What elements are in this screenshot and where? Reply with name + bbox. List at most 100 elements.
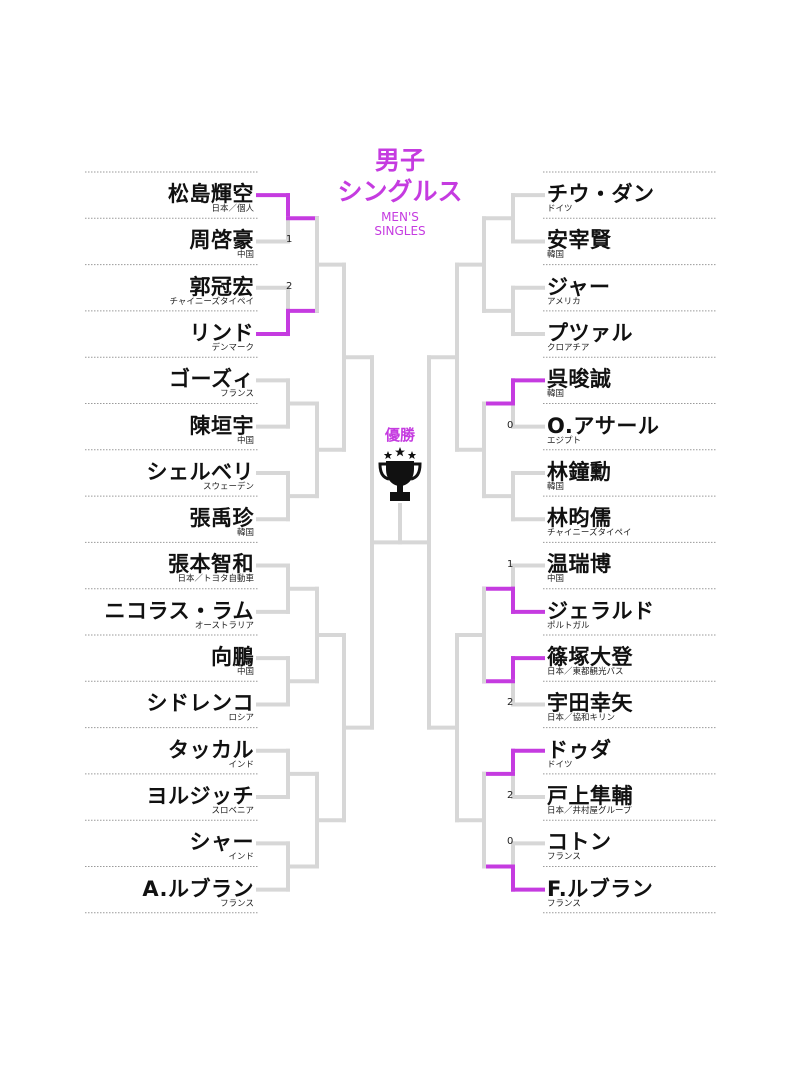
player-affiliation: チャイニーズタイペイ [169, 296, 255, 307]
match-score: 1 [286, 234, 293, 246]
player-affiliation: フランス [220, 389, 254, 400]
player-affiliation: インド [228, 852, 254, 863]
player-slot: 松島輝空日本／個人 [85, 172, 258, 218]
player-name: コトン [547, 830, 612, 855]
player-name: チウ・ダン [547, 182, 655, 206]
player-affiliation: 日本／個人 [211, 204, 254, 214]
player-affiliation: フランス [547, 852, 581, 863]
player-name: ドゥダ [547, 737, 612, 762]
title-japanese: 男子 シングルス [320, 145, 480, 207]
title-en-line1: MEN'S [381, 210, 419, 224]
player-slot: 郭冠宏チャイニーズタイペイ [85, 265, 258, 311]
champion-label: 優勝 [384, 426, 415, 444]
player-name: 戸上隼輔 [547, 783, 633, 808]
player-affiliation: フランス [547, 898, 581, 909]
player-affiliation: 日本／井村屋グループ [547, 805, 632, 816]
player-affiliation: オーストラリア [194, 620, 254, 631]
player-name: シェルベリ [146, 459, 254, 484]
player-slot: ジェラルドポルトガル [543, 589, 716, 635]
player-slot: 温瑞博中国 [543, 542, 716, 588]
player-slot: 陳垣宇中国 [85, 404, 258, 450]
player-affiliation: エジプト [547, 435, 582, 446]
player-name: 張本智和 [168, 552, 254, 577]
match-score: 1 [507, 558, 514, 570]
player-slot: 篠塚大登日本／東都観光バス [543, 635, 716, 681]
player-slot: F.ルブランフランス [543, 867, 716, 913]
match-score: 2 [286, 280, 293, 292]
player-name: 張禹珍 [189, 506, 254, 531]
title-jp-line1: 男子 [374, 146, 425, 175]
player-slot: 戸上隼輔日本／井村屋グループ [543, 774, 716, 820]
player-name: ジェラルド [547, 598, 655, 623]
player-slot: リンドデンマーク [85, 311, 258, 357]
player-slot: 林昀儒チャイニーズタイペイ [543, 496, 716, 542]
trophy-icon [372, 446, 428, 504]
player-name: 林鐘勳 [547, 459, 612, 484]
player-slot: 呉晙誠韓国 [543, 357, 716, 403]
player-affiliation: ポルトガル [547, 620, 590, 631]
player-affiliation: 日本／東都観光バス [547, 667, 624, 677]
player-name: リンド [189, 320, 254, 345]
player-affiliation: スウェーデン [202, 481, 254, 492]
player-slot: 宇田幸矢日本／協和キリン [543, 681, 716, 727]
player-name: 向鵬 [211, 645, 254, 669]
player-slot: シャーインド [85, 820, 258, 866]
player-slot: 安宰賢韓国 [543, 218, 716, 264]
player-affiliation: 中国 [236, 435, 254, 446]
player-slot: 張禹珍韓国 [85, 496, 258, 542]
player-slot: ジャーアメリカ [543, 265, 716, 311]
player-name: ゴーズィ [169, 367, 254, 392]
match-score: 2 [507, 790, 514, 802]
player-name: 林昀儒 [547, 506, 612, 531]
player-name: 陳垣宇 [189, 413, 254, 438]
player-name: A.ルブラン [142, 876, 254, 901]
player-name: 宇田幸矢 [547, 691, 633, 716]
player-slot: チウ・ダンドイツ [543, 172, 716, 218]
player-name: プツァル [547, 320, 633, 345]
player-affiliation: デンマーク [211, 342, 254, 353]
player-affiliation: アメリカ [547, 296, 581, 307]
player-affiliation: 韓国 [547, 481, 565, 492]
player-slot: タッカルインド [85, 728, 258, 774]
player-slot: コトンフランス [543, 820, 716, 866]
player-affiliation: 日本／協和キリン [547, 713, 616, 724]
player-name: 郭冠宏 [189, 274, 254, 299]
player-name: 周啓豪 [189, 228, 254, 253]
player-affiliation: 日本／トヨタ自動車 [177, 574, 254, 585]
player-name: 温瑞博 [547, 552, 612, 577]
player-slot: 林鐘勳韓国 [543, 450, 716, 496]
player-slot: ゴーズィフランス [85, 357, 258, 403]
player-slot: ヨルジッチスロベニア [85, 774, 258, 820]
player-name: ニコラス・ラム [104, 598, 254, 623]
player-name: シャー [189, 830, 254, 855]
player-slot: シェルベリスウェーデン [85, 450, 258, 496]
player-slot: ドゥダドイツ [543, 728, 716, 774]
player-slot: 張本智和日本／トヨタ自動車 [85, 542, 258, 588]
player-slot: 向鵬中国 [85, 635, 258, 681]
player-name: ヨルジッチ [146, 783, 254, 808]
player-name: 松島輝空 [168, 182, 254, 206]
player-name: F.ルブラン [547, 876, 654, 901]
player-affiliation: チャイニーズタイペイ [547, 528, 632, 539]
player-name: タッカル [168, 737, 254, 762]
player-slot: A.ルブランフランス [85, 867, 258, 913]
title-english: MEN'S SINGLES [330, 210, 470, 238]
player-name: シドレンコ [146, 691, 254, 716]
player-slot: 周啓豪中国 [85, 218, 258, 264]
player-affiliation: スロベニア [211, 805, 254, 816]
match-score: 0 [507, 419, 514, 431]
player-affiliation: 中国 [236, 250, 254, 261]
player-name: 呉晙誠 [547, 367, 612, 392]
player-affiliation: 中国 [547, 574, 565, 585]
player-affiliation: 韓国 [547, 250, 565, 261]
match-score: 0 [507, 836, 514, 848]
player-slot: プツァルクロアチア [543, 311, 716, 357]
player-affiliation: インド [228, 759, 254, 770]
player-slot: O.アサールエジプト [543, 404, 716, 450]
player-affiliation: ロシア [228, 713, 254, 724]
player-name: 篠塚大登 [547, 645, 633, 669]
player-affiliation: 中国 [236, 667, 254, 677]
player-slot: ニコラス・ラムオーストラリア [85, 589, 258, 635]
title-en-line2: SINGLES [374, 224, 426, 238]
